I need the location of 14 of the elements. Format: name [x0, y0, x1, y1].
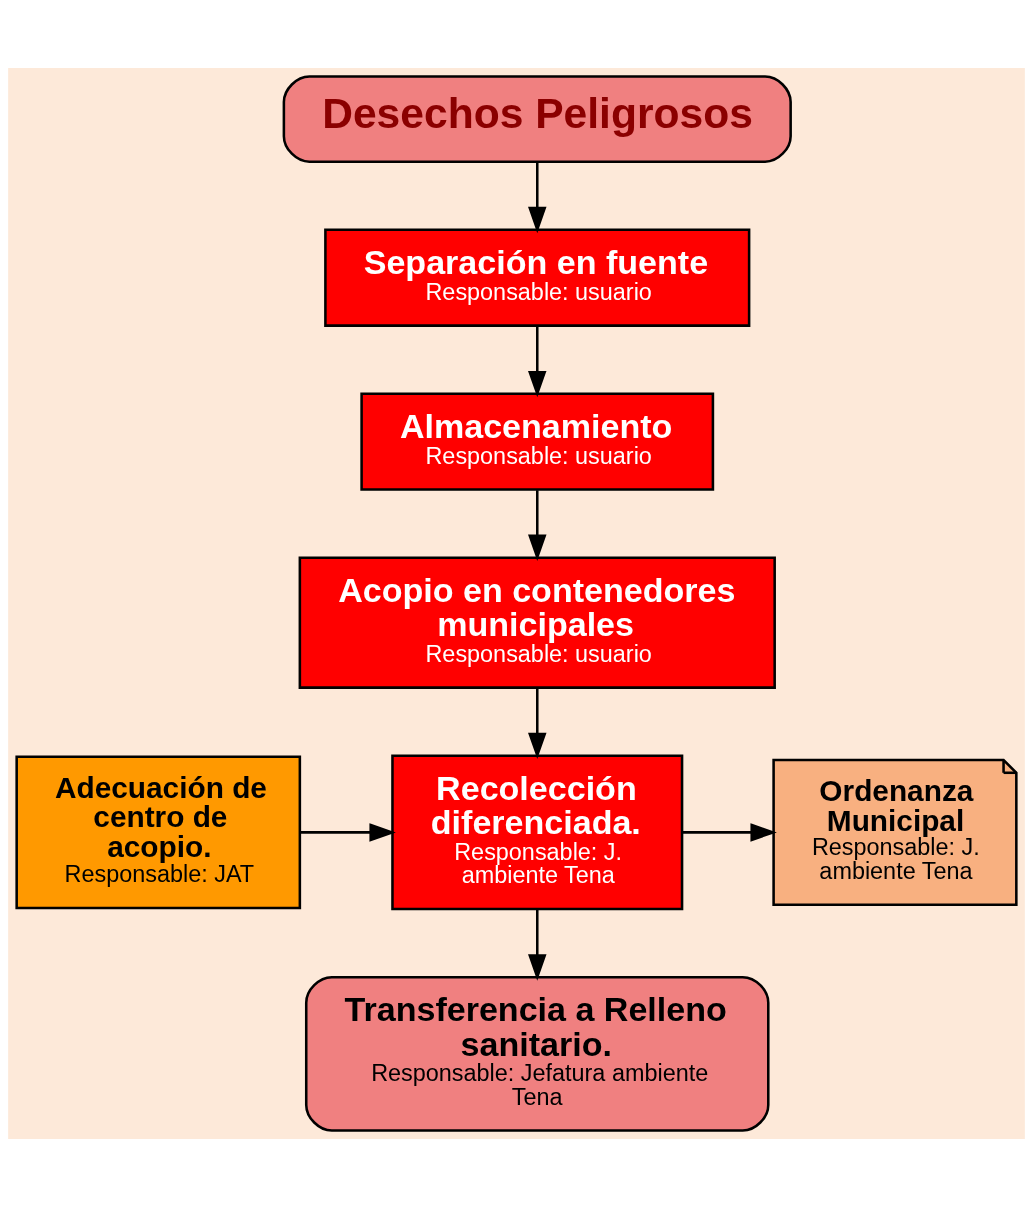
- arrow: [528, 909, 547, 981]
- arrow: [528, 326, 547, 398]
- arrow: [528, 161, 547, 234]
- arrow: [682, 823, 777, 842]
- arrow: [528, 688, 547, 760]
- node-box: Adecuación de centro de acopio. Responsable: JAT: [15, 755, 302, 910]
- node-box: Almacenamiento Responsable: usuario: [360, 392, 715, 491]
- arrow: [300, 823, 396, 842]
- arrow: [528, 490, 547, 562]
- node-box: Separación en fuente Responsable: usuario: [324, 228, 751, 327]
- node-box: Transferencia a Relleno sanitario. Responsable: Jefatura ambiente Tena: [304, 975, 770, 1132]
- node-box: Recolección diferenciada. Responsable: J. ambiente Tena: [391, 754, 684, 911]
- node-box: Desechos Peligrosos: [282, 75, 792, 163]
- node-box: Acopio en contenedores municipales Responsable: usuario: [298, 556, 776, 689]
